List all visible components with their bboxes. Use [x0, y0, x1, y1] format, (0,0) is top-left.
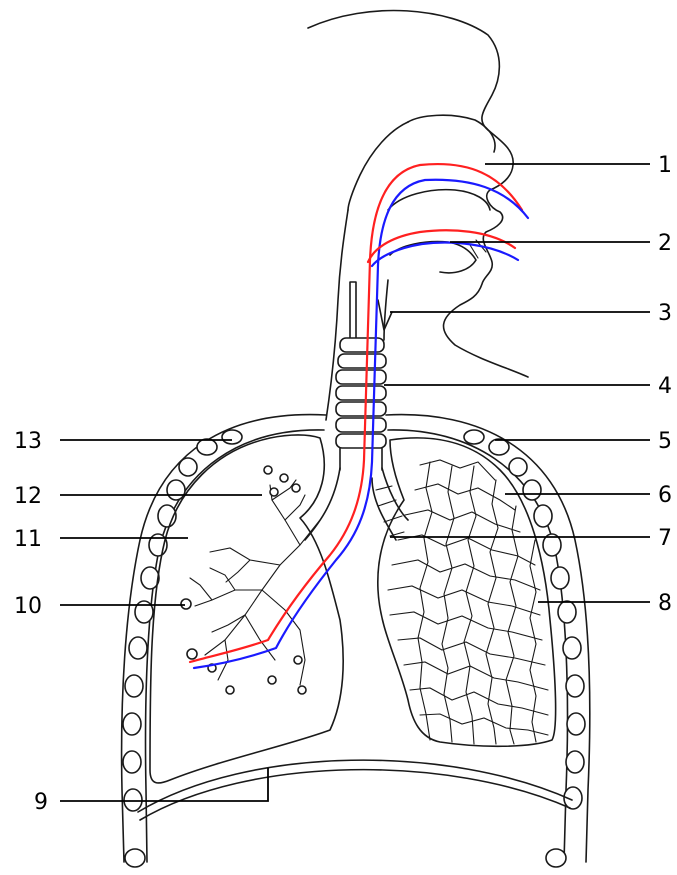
label-6: 6 [658, 483, 672, 508]
trachea-ring [336, 402, 386, 416]
ribs-right [464, 430, 585, 867]
rib-cage [122, 415, 590, 867]
palate [388, 190, 490, 210]
rib [167, 480, 185, 500]
trachea-ring [336, 434, 386, 448]
trachea-lower [340, 448, 382, 470]
tongue [390, 242, 476, 273]
label-12: 12 [14, 484, 42, 509]
leader-9 [60, 768, 268, 801]
rib [464, 430, 484, 444]
rib [566, 751, 584, 773]
trachea-ring [340, 338, 384, 352]
label-13: 13 [14, 429, 42, 454]
trachea-ring [336, 418, 386, 432]
face-profile [444, 130, 528, 377]
leader-lines [60, 164, 650, 801]
rib [489, 439, 509, 455]
label-10: 10 [14, 594, 42, 619]
trachea-ring [338, 354, 386, 368]
label-11: 11 [14, 527, 42, 552]
label-2: 2 [658, 231, 672, 256]
rib [124, 789, 142, 811]
label-5: 5 [658, 429, 672, 454]
skull-base [348, 122, 408, 210]
airflow-exhale-oral [372, 243, 518, 266]
epiglottis [350, 282, 356, 345]
trachea [336, 338, 386, 470]
throat-front [384, 280, 388, 340]
rib [546, 849, 566, 867]
airflow-inhale-oral [368, 230, 515, 262]
trachea-ring [336, 386, 386, 400]
rib [125, 849, 145, 867]
rib [509, 458, 527, 476]
rib [563, 637, 581, 659]
rib [523, 480, 541, 500]
label-3: 3 [658, 301, 672, 326]
rib [222, 430, 242, 444]
label-9: 9 [34, 790, 48, 815]
rib [566, 675, 584, 697]
rib [123, 751, 141, 773]
rib [179, 458, 197, 476]
rib [123, 713, 141, 735]
rib [125, 675, 143, 697]
label-1: 1 [658, 153, 672, 178]
rib [558, 601, 576, 623]
rib [197, 439, 217, 455]
head-outline [308, 10, 499, 130]
rib [129, 637, 147, 659]
label-4: 4 [658, 374, 672, 399]
rib [534, 505, 552, 527]
alveolar-mesh [388, 460, 548, 744]
rib [551, 567, 569, 589]
bronchus-right-inner [372, 478, 396, 540]
rib [567, 713, 585, 735]
label-7: 7 [658, 526, 672, 551]
trachea-ring [336, 370, 386, 384]
label-8: 8 [658, 591, 672, 616]
